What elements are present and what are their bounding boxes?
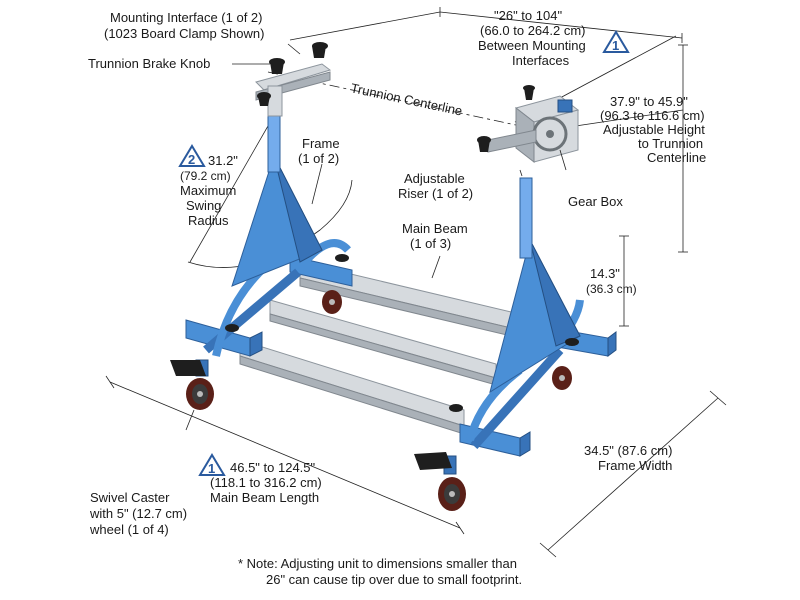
adjustable-height-line5: Centerline bbox=[647, 150, 706, 165]
between-interfaces-line1: "26" to 104" bbox=[494, 8, 562, 23]
beam-length-line3: Main Beam Length bbox=[210, 490, 319, 505]
adjustable-riser-line1: Adjustable bbox=[404, 171, 465, 186]
swing-radius-line1: 31.2" bbox=[208, 153, 238, 168]
frame-width-line2: Frame Width bbox=[598, 458, 672, 473]
label-riser-height: 14.3" (36.3 cm) bbox=[586, 266, 637, 296]
swivel-caster-line3: wheel (1 of 4) bbox=[89, 522, 169, 537]
adjustable-height-line2: (96.3 to 116.6 cm) bbox=[600, 108, 705, 123]
between-interfaces-line2: (66.0 to 264.2 cm) bbox=[480, 23, 586, 38]
mounting-interface-line2: (1023 Board Clamp Shown) bbox=[104, 26, 264, 41]
leader-lines bbox=[185, 43, 567, 431]
caster-front-right bbox=[414, 452, 466, 511]
label-frame: Frame (1 of 2) bbox=[298, 136, 340, 166]
mounting-interface-line1: Mounting Interface (1 of 2) bbox=[110, 10, 262, 25]
svg-text:1: 1 bbox=[612, 38, 619, 53]
between-interfaces-line4: Interfaces bbox=[512, 53, 570, 68]
caster-front-left bbox=[170, 359, 214, 410]
left-frame bbox=[185, 42, 353, 357]
adjustable-height-line1: 37.9" to 45.9" bbox=[610, 94, 688, 109]
main-beam-line1: Main Beam bbox=[402, 221, 468, 236]
between-interfaces-line3: Between Mounting bbox=[478, 38, 586, 53]
riser-height-line1: 14.3" bbox=[590, 266, 620, 281]
adjustable-height-line3: Adjustable Height bbox=[603, 122, 705, 137]
caster-back-left bbox=[322, 290, 342, 314]
swing-radius-line5: Radius bbox=[188, 213, 229, 228]
swivel-caster-line2: with 5" (12.7 cm) bbox=[89, 506, 187, 521]
right-frame bbox=[449, 85, 617, 457]
frame-width-line1: 34.5" (87.6 cm) bbox=[584, 443, 672, 458]
adjustable-riser-line2: Riser (1 of 2) bbox=[398, 186, 473, 201]
main-beams bbox=[239, 261, 529, 435]
badge-caution-1-icon: 1 bbox=[602, 30, 630, 53]
swing-radius-line4: Swing bbox=[186, 198, 221, 213]
adjustable-height-line4: to Trunnion bbox=[638, 136, 703, 151]
beam-length-line1: 46.5" to 124.5" bbox=[230, 460, 316, 475]
label-beam-length: 1 46.5" to 124.5" (118.1 to 316.2 cm) Ma… bbox=[198, 453, 322, 505]
label-mounting-interface: Mounting Interface (1 of 2) (1023 Board … bbox=[104, 10, 264, 41]
badge-caution-2-icon: 2 bbox=[178, 144, 206, 167]
badge-caution-3-icon: 1 bbox=[198, 453, 226, 476]
footnote-line1: * Note: Adjusting unit to dimensions sma… bbox=[238, 556, 517, 571]
swing-radius-line2: (79.2 cm) bbox=[180, 169, 231, 183]
footnote: * Note: Adjusting unit to dimensions sma… bbox=[238, 556, 658, 588]
label-gear-box: Gear Box bbox=[568, 194, 623, 209]
riser-height-line2: (36.3 cm) bbox=[586, 282, 637, 296]
frame-line2: (1 of 2) bbox=[298, 151, 339, 166]
frame-line1: Frame bbox=[302, 136, 340, 151]
label-swing-radius: 2 31.2" (79.2 cm) Maximum Swing Radius bbox=[178, 144, 238, 228]
main-beam-line2: (1 of 3) bbox=[410, 236, 451, 251]
label-between-interfaces: "26" to 104" (66.0 to 264.2 cm) Between … bbox=[478, 8, 630, 68]
svg-text:1: 1 bbox=[208, 461, 215, 476]
beam-length-line2: (118.1 to 316.2 cm) bbox=[210, 475, 322, 490]
label-trunnion-centerline: Trunnion Centerline bbox=[349, 80, 463, 118]
swivel-caster-line1: Swivel Caster bbox=[90, 490, 170, 505]
label-main-beam: Main Beam (1 of 3) bbox=[402, 221, 468, 251]
label-trunnion-brake-knob: Trunnion Brake Knob bbox=[88, 56, 210, 71]
caster-back-right bbox=[552, 366, 572, 390]
swing-radius-line3: Maximum bbox=[180, 183, 236, 198]
label-adjustable-riser: Adjustable Riser (1 of 2) bbox=[398, 171, 473, 201]
dimension-lines bbox=[105, 7, 727, 558]
footnote-line2: 26" can cause tip over due to small foot… bbox=[266, 572, 523, 587]
label-frame-width: 34.5" (87.6 cm) Frame Width bbox=[584, 443, 672, 473]
svg-text:2: 2 bbox=[188, 152, 195, 167]
label-swivel-caster: Swivel Caster with 5" (12.7 cm) wheel (1… bbox=[89, 490, 187, 537]
label-adjustable-height: 37.9" to 45.9" (96.3 to 116.6 cm) Adjust… bbox=[600, 94, 706, 165]
